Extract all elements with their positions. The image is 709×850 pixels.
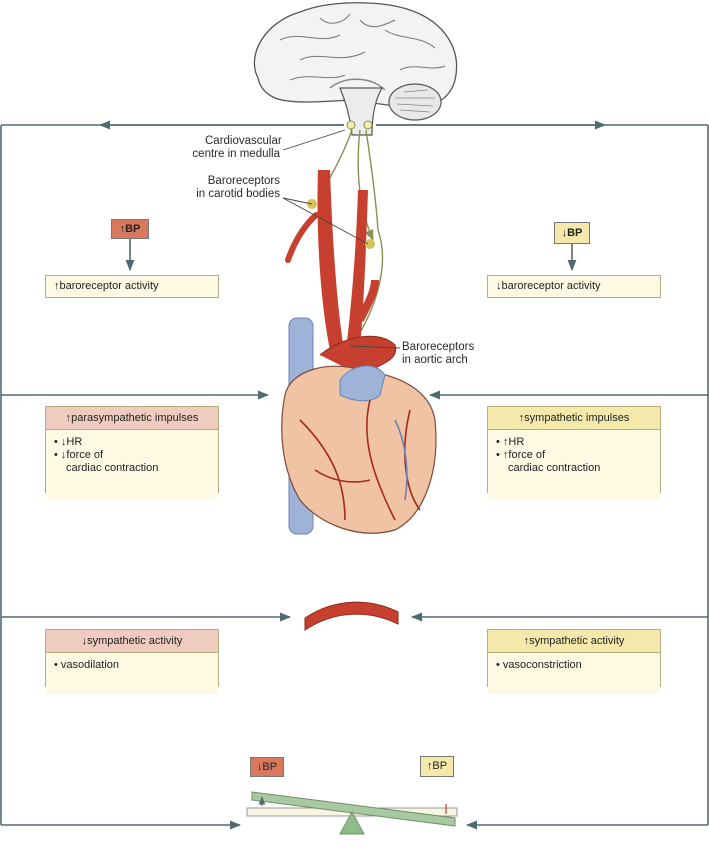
- brain-illustration: [253, 2, 458, 136]
- effect-force-cont: cardiac contraction: [508, 462, 601, 474]
- up-arrow-icon: ↑: [426, 760, 433, 772]
- sympathetic-impulses-header-text: sympathetic impulses: [524, 412, 630, 424]
- label-leaders: [282, 129, 401, 349]
- down-arrow-icon: ↓: [60, 449, 67, 461]
- carotid-line-1: Baroreceptors: [207, 175, 280, 187]
- right-sympathetic-activity-body: • vasoconstriction: [488, 653, 660, 693]
- cv-centre-line-1: Cardiovascular: [205, 135, 282, 147]
- sympathetic-impulses-box: ↑sympathetic impulses • ↑HR • ↑force of …: [487, 406, 661, 499]
- aortic-baroreceptor-label-2: in aortic arch: [402, 354, 468, 367]
- bullet: •: [54, 449, 58, 461]
- bp-text: BP: [567, 227, 583, 239]
- bullet: •: [496, 436, 500, 448]
- bullet: •: [496, 449, 500, 461]
- parasympathetic-header: ↑parasympathetic impulses: [46, 407, 218, 430]
- parasympathetic-body: • ↓HR • ↓force of cardiac contraction: [46, 430, 218, 499]
- vessel-segment: [304, 601, 399, 631]
- aortic-baroreceptor-label: Baroreceptors: [402, 341, 474, 354]
- up-arrow-icon: ↑: [65, 412, 72, 424]
- bp-text: BP: [432, 760, 448, 772]
- bullet: •: [496, 659, 500, 671]
- right-sympathetic-activity-header: ↑sympathetic activity: [488, 630, 660, 653]
- right-sympathetic-activity-box: ↑sympathetic activity • vasoconstriction: [487, 629, 661, 693]
- effect-hr-text: HR: [66, 436, 83, 448]
- effect-hr: • ↑HR: [496, 436, 652, 449]
- left-receptor-text: baroreceptor activity: [59, 280, 159, 292]
- left-sympathetic-activity-header: ↓sympathetic activity: [46, 630, 218, 653]
- bullet: •: [54, 659, 58, 671]
- down-arrow-icon: ↓: [81, 635, 88, 647]
- effect-force: • ↓force of: [54, 449, 210, 462]
- up-arrow-icon: ↑: [119, 223, 126, 235]
- sympathetic-impulses-header: ↑sympathetic impulses: [488, 407, 660, 430]
- bullet: •: [54, 436, 58, 448]
- cv-centre-line-2: centre in medulla: [192, 148, 280, 160]
- down-arrow-icon: ↓: [60, 436, 67, 448]
- effect-hr-text: HR: [508, 436, 525, 448]
- vasodilation-text: vasodilation: [60, 659, 120, 671]
- vasoconstriction-text: vasoconstriction: [502, 659, 582, 671]
- right-sympathetic-activity-text: sympathetic activity: [529, 635, 625, 647]
- effect-force-text: force of: [66, 449, 104, 461]
- down-arrow-icon: ↓: [561, 227, 568, 239]
- right-baroreceptor-activity-box: ↓baroreceptor activity: [487, 275, 661, 298]
- bp-decrease-badge: ↓BP: [554, 222, 590, 244]
- left-baroreceptor-activity-box: ↑baroreceptor activity: [45, 275, 219, 298]
- effect-vasodilation: • vasodilation: [54, 659, 210, 672]
- up-arrow-icon: ↑: [54, 280, 60, 292]
- up-arrow-icon: ↑: [518, 412, 525, 424]
- balance-bp-decrease-badge: ↓BP: [250, 757, 284, 777]
- up-arrow-icon: ↑: [502, 436, 509, 448]
- aortic-line-1: Baroreceptors: [402, 341, 475, 353]
- effect-hr: • ↓HR: [54, 436, 210, 449]
- carotid-baroreceptor-label-2: in carotid bodies: [185, 188, 280, 201]
- heart-illustration: [281, 335, 437, 534]
- left-sympathetic-activity-box: ↓sympathetic activity • vasodilation: [45, 629, 219, 693]
- down-arrow-icon: ↓: [496, 280, 502, 292]
- right-receptor-text: baroreceptor activity: [501, 280, 601, 292]
- effect-force: • ↑force of: [496, 449, 652, 462]
- cardiovascular-centre-label-2: centre in medulla: [175, 148, 280, 161]
- effect-force-cont: cardiac contraction: [66, 462, 159, 474]
- up-arrow-icon: ↑: [523, 635, 530, 647]
- bp-increase-badge: ↑BP: [111, 219, 149, 239]
- bp-text: BP: [125, 223, 141, 235]
- up-arrow-icon: ↑: [502, 449, 509, 461]
- sympathetic-impulses-body: • ↑HR • ↑force of cardiac contraction: [488, 430, 660, 499]
- left-sympathetic-activity-text: sympathetic activity: [87, 635, 183, 647]
- carotid-line-2: in carotid bodies: [196, 188, 280, 200]
- balance-seesaw: [246, 791, 458, 835]
- bp-text: BP: [262, 761, 278, 773]
- effect-force-text: force of: [508, 449, 546, 461]
- cardiovascular-centre-label: Cardiovascular: [205, 135, 282, 148]
- carotid-baroreceptor-label: Baroreceptors: [195, 175, 280, 188]
- parasympathetic-header-text: parasympathetic impulses: [71, 412, 199, 424]
- feedback-loop-lines: [0, 120, 709, 830]
- aortic-line-2: in aortic arch: [402, 354, 468, 366]
- down-arrow-icon: ↓: [256, 761, 263, 773]
- parasympathetic-box: ↑parasympathetic impulses • ↓HR • ↓force…: [45, 406, 219, 499]
- effect-vasoconstriction: • vasoconstriction: [496, 659, 652, 672]
- left-sympathetic-activity-body: • vasodilation: [46, 653, 218, 693]
- balance-bp-increase-badge: ↑BP: [420, 756, 454, 777]
